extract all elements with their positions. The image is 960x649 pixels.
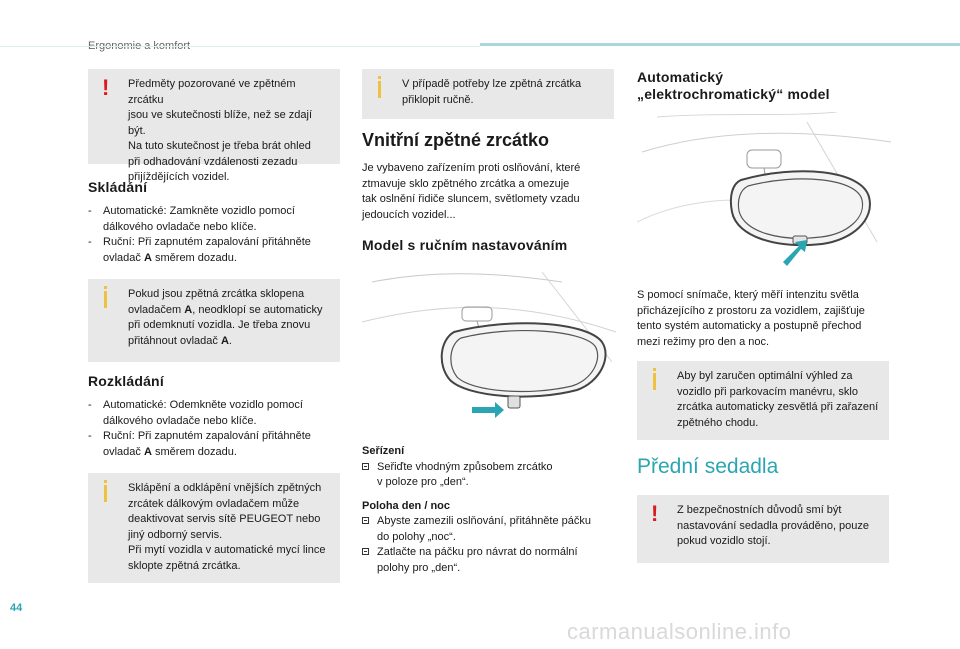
warning-line: jsou ve skutečnosti blíže, než se zdají … <box>128 109 313 137</box>
adjustment-section: Seřízení Seřiďte vhodným způsobem zrcátk… <box>362 444 616 576</box>
electrochromatic-text: S pomocí snímače, který měří intenzitu s… <box>637 289 865 348</box>
interior-mirror-intro: Je vybaveno zařízením proti oslňování, k… <box>362 162 581 221</box>
list-item: Abyste zamezili oslňování, přitáhněte pá… <box>362 514 616 545</box>
checkbox-icon <box>362 548 369 555</box>
heading-manual-model: Model s ručním nastavováním <box>362 237 568 253</box>
checkbox-icon <box>362 462 369 470</box>
heading-electrochromatic: Automatický „elektrochromatický“ model <box>637 69 830 102</box>
checkbox-icon <box>362 517 369 524</box>
warning-line: přijíždějících vozidel. <box>128 171 230 183</box>
heading-unfolding: Rozkládání <box>88 373 164 389</box>
heading-folding: Skládání <box>88 179 148 195</box>
unfolding-list: - Automatické: Odemkněte vozidlo pomocí … <box>88 398 338 460</box>
info-icon <box>104 286 107 308</box>
electrochromatic-mirror-illustration <box>637 112 891 277</box>
list-item: Zatlačte na páčku pro návrat do normální… <box>362 545 616 576</box>
list-item: - Automatické: Zamkněte vozidlo pomocí d… <box>88 205 295 233</box>
folding-list: - Automatické: Zamkněte vozidlo pomocí d… <box>88 204 338 266</box>
warning-box-seat-adjust: ! Z bezpečnostních důvodů smí být nastav… <box>637 495 889 563</box>
page-number: 44 <box>10 602 23 614</box>
warning-line: Předměty pozorované ve zpětném zrcátku <box>128 78 296 106</box>
warning-box-mirror-distance: ! Předměty pozorované ve zpětném zrcátku… <box>88 69 340 183</box>
warning-line: při odhadování vzdálenosti zezadu <box>128 155 298 168</box>
info-box-folding: Pokud jsou zpětná zrcátka sklopena ovlad… <box>88 279 340 362</box>
warning-icon: ! <box>651 501 659 526</box>
info-box-reverse-gear: Aby byl zaručen optimální výhled za vozi… <box>637 361 889 440</box>
warning-icon: ! <box>102 75 110 100</box>
info-box-manual-fold: V případě potřeby lze zpětná zrcátka při… <box>362 69 614 119</box>
info-icon <box>378 76 381 98</box>
list-item: Seřiďte vhodným způsobem zrcátko v poloz… <box>362 460 616 491</box>
watermark: carmanualsonline.info <box>567 619 792 644</box>
header-divider <box>0 46 480 47</box>
manual-mirror-illustration <box>362 262 616 432</box>
warning-line: Na tuto skutečnost je třeba brát ohled <box>128 140 311 152</box>
info-icon <box>653 368 656 390</box>
info-box-unfolding: Sklápění a odklápění vnějších zpětných z… <box>88 473 340 583</box>
list-item: - Ruční: Při zapnutém zapalování přitáhn… <box>88 430 311 458</box>
section-title-interior-mirror: Vnitřní zpětné zrcátko <box>362 130 550 150</box>
list-item: - Automatické: Odemkněte vozidlo pomocí … <box>88 399 303 427</box>
list-item: - Ruční: Při zapnutém zapalování přitáhn… <box>88 236 311 264</box>
info-icon <box>104 480 107 502</box>
header-accent-bar <box>480 43 960 46</box>
section-title-front-seats: Přední sedadla <box>637 455 779 478</box>
